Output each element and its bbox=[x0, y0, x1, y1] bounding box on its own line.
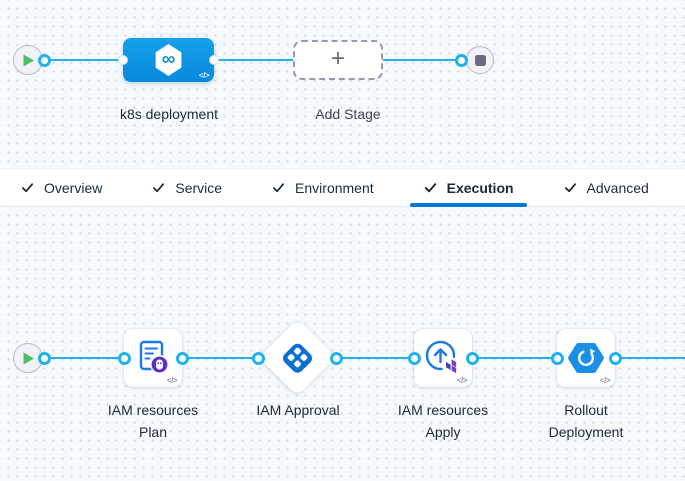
stage-connector-line bbox=[44, 59, 466, 61]
check-icon bbox=[21, 183, 34, 193]
terraform-plan-icon bbox=[139, 340, 169, 374]
tab-label: Service bbox=[175, 179, 223, 196]
step-port bbox=[609, 352, 622, 365]
step-iam-approval[interactable] bbox=[258, 318, 337, 397]
approval-dot bbox=[293, 346, 302, 356]
terraform-apply-icon bbox=[425, 340, 457, 374]
end-port bbox=[455, 54, 468, 67]
rollout-deployment-icon bbox=[568, 343, 604, 373]
stage-node-k8s-deployment[interactable]: ∞ </> bbox=[118, 38, 219, 82]
tab-execution[interactable]: Execution bbox=[409, 169, 527, 207]
approval-dot bbox=[286, 353, 296, 362]
step-label-rollout-deployment: Rollout Deployment bbox=[548, 402, 624, 440]
active-tab-underline bbox=[409, 203, 527, 207]
step-port bbox=[330, 352, 343, 365]
check-icon bbox=[153, 183, 165, 193]
step-rollout-deployment[interactable]: </> bbox=[557, 329, 615, 387]
stop-icon bbox=[474, 54, 486, 66]
step-label-iam-resources-plan: IAM resources Plan bbox=[107, 402, 199, 440]
step-label-iam-approval: IAM Approval bbox=[256, 402, 340, 418]
tab-advanced[interactable]: Advanced bbox=[563, 169, 649, 206]
yaml-code-icon: </> bbox=[456, 376, 468, 385]
execution-start-port bbox=[38, 352, 51, 365]
execution-connector-line bbox=[44, 357, 685, 359]
tab-label: Overview bbox=[44, 179, 103, 196]
stage-config-tabs: Overview Service Environment Execution A… bbox=[0, 168, 685, 207]
execution-start-node bbox=[13, 343, 43, 373]
pipeline-end-node bbox=[466, 46, 494, 74]
step-port bbox=[252, 352, 265, 365]
step-port bbox=[466, 352, 479, 365]
check-icon bbox=[564, 183, 576, 193]
tab-label: Execution bbox=[446, 179, 514, 196]
yaml-code-icon: </> bbox=[198, 71, 210, 80]
execution-canvas: </> </> bbox=[0, 207, 685, 481]
step-port bbox=[408, 352, 421, 365]
stage-right-port bbox=[209, 55, 219, 65]
tab-service[interactable]: Service bbox=[151, 169, 222, 206]
step-port bbox=[176, 352, 189, 365]
play-icon bbox=[23, 352, 34, 364]
harness-cd-icon: ∞ bbox=[155, 44, 182, 76]
approval-icon bbox=[280, 340, 315, 375]
yaml-code-icon: </> bbox=[166, 376, 178, 385]
play-icon bbox=[23, 54, 34, 66]
check-icon bbox=[272, 183, 285, 193]
infinity-glyph: ∞ bbox=[161, 48, 176, 70]
yaml-code-icon: </> bbox=[599, 376, 611, 385]
step-label-iam-resources-apply: IAM resources Apply bbox=[397, 402, 489, 440]
step-iam-resources-apply[interactable]: </> bbox=[414, 329, 472, 387]
tab-label: Advanced bbox=[586, 179, 649, 196]
add-stage-label: Add Stage bbox=[315, 106, 381, 122]
stage-label: k8s deployment bbox=[119, 106, 219, 122]
stage-canvas: ∞ </> + k8s deployment Add Stage bbox=[0, 0, 685, 168]
step-iam-resources-plan[interactable]: </> bbox=[124, 329, 182, 387]
tab-environment[interactable]: Environment bbox=[271, 169, 374, 206]
step-port bbox=[551, 352, 564, 365]
plus-icon: + bbox=[330, 45, 345, 72]
approval-dot bbox=[299, 353, 309, 362]
add-stage-button[interactable]: + bbox=[293, 40, 383, 80]
approval-dot bbox=[293, 359, 302, 369]
terraform-logo bbox=[446, 359, 457, 374]
start-port bbox=[38, 54, 51, 67]
stage-left-port bbox=[118, 55, 128, 65]
tab-overview[interactable]: Overview bbox=[20, 169, 102, 206]
check-icon bbox=[424, 183, 436, 193]
tab-label: Environment bbox=[295, 179, 374, 196]
step-port bbox=[118, 352, 131, 365]
